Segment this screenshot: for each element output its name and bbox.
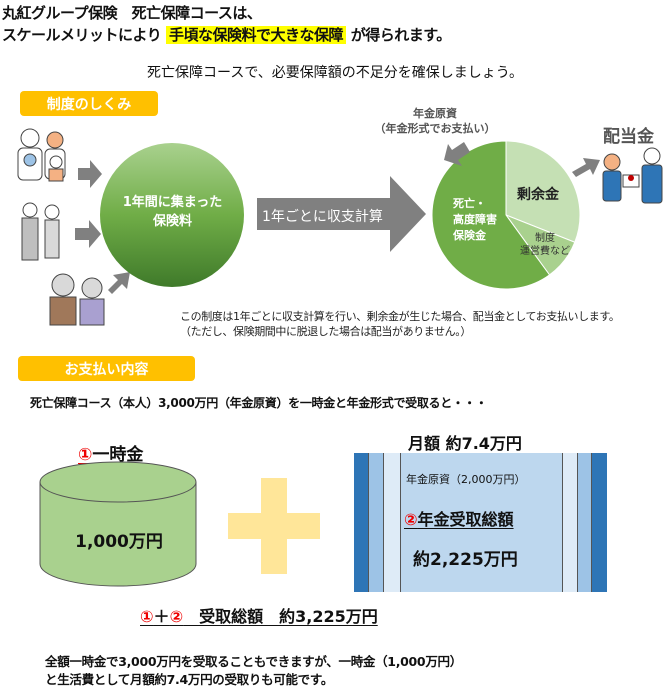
headline-line2: スケールメリットにより 手頃な保険料で大きな保障 が得られます。 xyxy=(2,24,451,45)
pie-slice xyxy=(431,140,551,290)
arrow-up-right-icon xyxy=(572,158,600,177)
footer-line1: 全額一時金で3,000万円を受取ることもできますが、一時金（1,000万円） xyxy=(45,654,462,669)
arrow-icon xyxy=(108,272,130,294)
couple-illustration xyxy=(21,202,60,261)
pie-label-death: 死亡・ 高度障害 保険金 xyxy=(453,196,497,244)
pension-total-amount: 約2,225万円 xyxy=(413,550,518,570)
pension-box xyxy=(354,453,607,592)
premium-pool-line1: 1年間に集まった xyxy=(122,195,223,210)
total-label: 受取総額 約3,225万円 xyxy=(183,607,378,626)
total-received: ①＋② 受取総額 約3,225万円 xyxy=(140,603,378,627)
pie-label-death-2: 高度障害 xyxy=(453,213,497,226)
lump-sum-title: ①一時金 xyxy=(78,440,143,465)
monthly-amount: 月額 約7.4万円 xyxy=(408,434,522,453)
premium-pool-circle xyxy=(100,143,244,287)
arrow-up-left-icon xyxy=(444,142,470,166)
pie-label-surplus: 剰余金 xyxy=(517,187,559,203)
pie-label-death-3: 保険金 xyxy=(453,229,486,242)
total-plus: ＋ xyxy=(153,607,170,626)
headline-post: が得られます。 xyxy=(350,26,452,44)
premium-pool-label: 1年間に集まった 保険料 xyxy=(100,193,245,231)
headline-line1: 丸紅グループ保険 死亡保障コースは、 xyxy=(2,4,262,22)
arrow-icon xyxy=(78,160,102,188)
calc-arrow xyxy=(257,176,426,252)
pension-total-title: ②年金受取総額 xyxy=(404,506,514,530)
headline-pre: スケールメリットにより xyxy=(2,26,162,44)
arrow-icon xyxy=(75,220,101,248)
lump-num: ① xyxy=(78,445,93,465)
pie-label-ops-1: 制度 xyxy=(535,233,555,244)
footer-line2: と生活費として月額約7.4万円の受取りも可能です。 xyxy=(45,672,334,687)
family-illustration xyxy=(17,128,66,182)
pie-label-ops: 制度 運営費など xyxy=(515,232,575,258)
plus-icon xyxy=(228,478,320,574)
pie-label-death-1: 死亡・ xyxy=(453,197,486,210)
pension-fund-label: 年金原資 （年金形式でお支払い） xyxy=(360,106,510,136)
note-line1: この制度は1年ごとに収支計算を行い、剰余金が生じた場合、配当金としてお支払いしま… xyxy=(180,310,620,323)
lump-sum-cylinder xyxy=(39,461,197,587)
pie-label-ops-2: 運営費など xyxy=(520,246,570,257)
premium-pool-line2: 保険料 xyxy=(152,214,192,229)
section-badge-mechanism: 制度のしくみ xyxy=(20,91,158,116)
payment-intro: 死亡保障コース（本人）3,000万円（年金原資）を一時金と年金形式で受取ると・・… xyxy=(30,396,488,410)
note-line2: （ただし、保険期間中に脱退した場合は配当がありません。） xyxy=(180,325,471,338)
total-num1: ① xyxy=(140,607,154,626)
section-badge-payment: お支払い内容 xyxy=(18,356,195,381)
pension-line1: 年金原資 xyxy=(413,107,457,120)
pension-fund-amount: 年金原資（2,000万円） xyxy=(406,473,526,486)
pension-label: 年金受取総額 xyxy=(417,510,514,529)
mechanism-diagram xyxy=(17,128,663,326)
dividend-label: 配当金 xyxy=(603,127,654,147)
headline-highlight: 手頃な保険料で大きな保障 xyxy=(165,26,346,44)
fund-pie-chart xyxy=(431,140,581,290)
subtitle: 死亡保障コースで、必要保障額の不足分を確保しましょう。 xyxy=(147,65,523,81)
lump-sum-amount: 1,000万円 xyxy=(75,532,163,552)
pie-slice xyxy=(505,140,581,243)
calc-arrow-label: 1年ごとに収支計算 xyxy=(262,209,383,225)
total-num2: ② xyxy=(169,607,184,626)
elderly-illustration xyxy=(49,273,105,326)
lump-label: 一時金 xyxy=(92,445,144,465)
dividend-illustration xyxy=(602,147,663,204)
pension-line2: （年金形式でお支払い） xyxy=(374,122,496,135)
pension-num: ② xyxy=(404,510,418,529)
